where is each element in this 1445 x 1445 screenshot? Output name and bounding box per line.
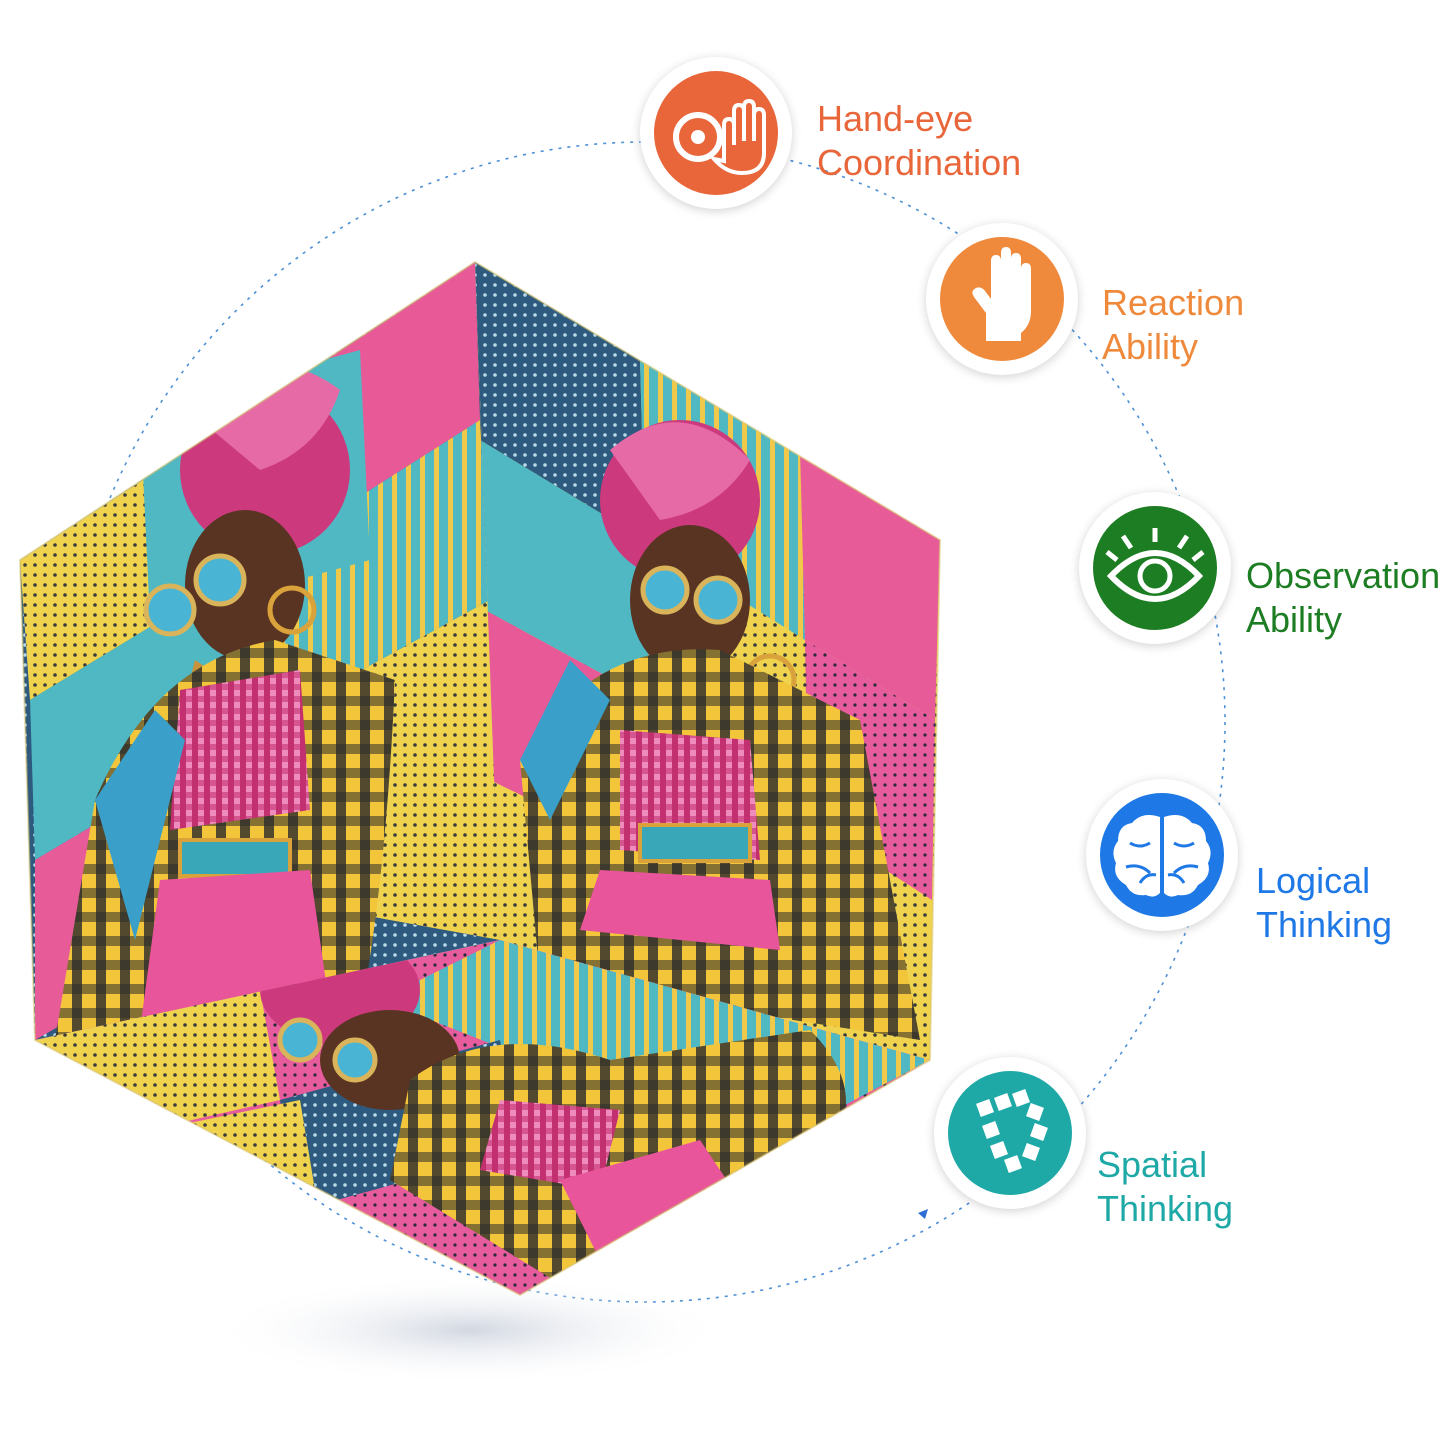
brain-icon [1113,815,1211,897]
cube-face-left [20,262,500,1040]
skill-label: Hand-eye Coordination [817,97,1021,185]
skill-badge-fill [1093,506,1217,630]
eye-icon [1105,528,1205,602]
skill-badge [640,57,792,209]
cube-shadow [210,1275,730,1385]
skill-badge-fill [654,71,778,195]
orbit-arrow-icon [918,1209,928,1219]
cube-icon [976,1089,1048,1173]
skill-label: Spatial Thinking [1097,1143,1233,1231]
hand-icon [972,247,1031,341]
skill-label-line2: Ability [1102,326,1199,367]
eye-hand-icon [673,98,766,176]
skill-badge [926,223,1078,375]
skill-label-line2: Coordination [817,142,1022,183]
skill-label: Logical Thinking [1256,859,1392,947]
skill-badge [934,1057,1086,1209]
skill-label-line2: Thinking [1256,904,1393,945]
skill-label-line1: Hand-eye [817,98,974,139]
skill-label: Observation Ability [1246,554,1440,642]
skill-label-line1: Spatial [1097,1144,1208,1185]
skill-label-line2: Thinking [1097,1188,1234,1229]
skill-label-line1: Logical [1256,860,1371,901]
skill-badge [1086,779,1238,931]
skill-label-line2: Ability [1246,599,1343,640]
skill-label: Reaction Ability [1102,281,1244,369]
skill-badge-fill [948,1071,1072,1195]
skill-label-line1: Observation [1246,555,1441,596]
skill-badge-fill [1100,793,1224,917]
skill-badge-fill [940,237,1064,361]
skill-badge [1079,492,1231,644]
skill-label-line1: Reaction [1102,282,1245,323]
